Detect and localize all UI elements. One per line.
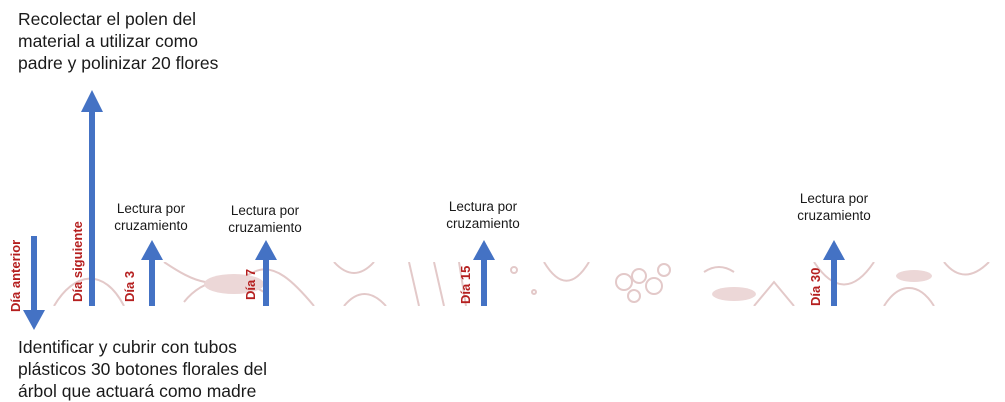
reading-label-dia-30: Lectura por cruzamiento (797, 191, 871, 223)
arrow-down-dia-anterior (23, 236, 45, 330)
arrow-up-dia-30 (823, 240, 845, 306)
day-label-siguiente: Día siguiente (70, 221, 85, 302)
top-note: Recolectar el polen del material a utili… (18, 9, 219, 73)
reading-label-dia-3: Lectura por cruzamiento (114, 201, 188, 233)
reading-label-dia-15: Lectura por cruzamiento (446, 199, 520, 231)
reading-label-dia-7: Lectura por cruzamiento (228, 203, 302, 235)
floral-pattern (53, 262, 990, 306)
day-label-7: Día 7 (243, 268, 258, 300)
arrow-up-dia-3 (141, 240, 163, 306)
arrow-up-dia-siguiente (81, 90, 103, 306)
day-label-3: Día 3 (122, 270, 137, 302)
decorative-pattern-band (14, 262, 994, 306)
day-label-anterior: Día anterior (8, 239, 23, 312)
bottom-note: Identificar y cubrir con tubos plásticos… (18, 337, 268, 401)
arrow-up-dia-7 (255, 240, 277, 306)
arrow-up-dia-15 (473, 240, 495, 306)
day-label-15: Día 15 (458, 265, 473, 304)
day-label-30: Día 30 (808, 267, 823, 306)
